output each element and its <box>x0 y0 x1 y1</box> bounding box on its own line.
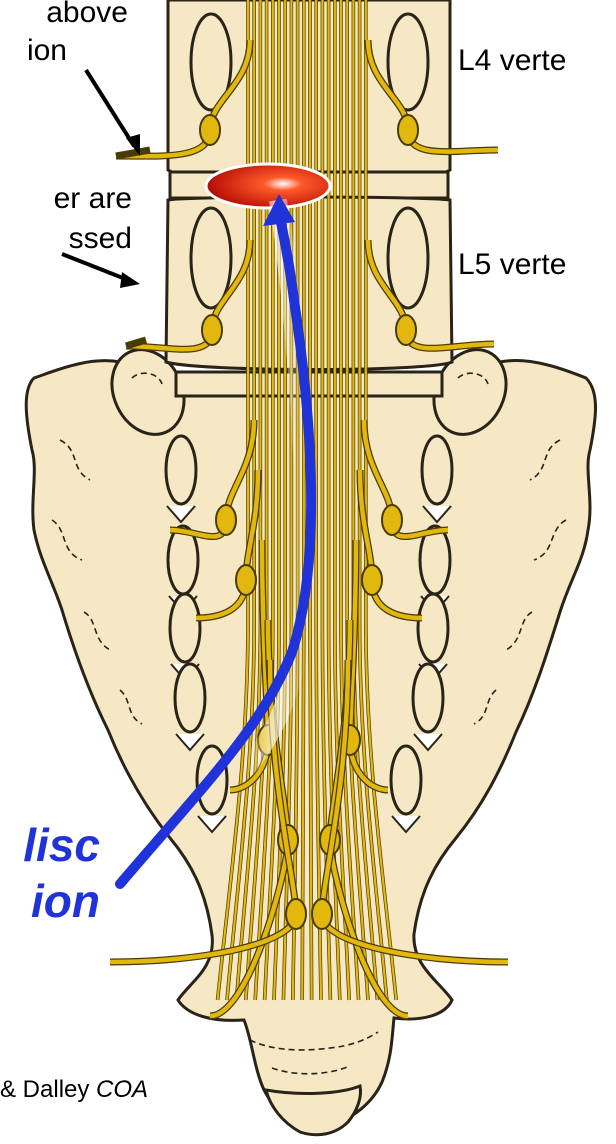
label-compressed-line1: er are <box>54 182 132 216</box>
dorsal-root-ganglion <box>382 505 402 535</box>
right-foramen-oval <box>391 746 421 814</box>
dorsal-root-ganglion <box>312 899 332 929</box>
label-compressed-line2: ssed <box>69 222 132 256</box>
right-foramen-oval <box>418 594 448 662</box>
label-l5-vertebra: L5 verte <box>458 248 566 282</box>
label-above-line2: ion <box>27 34 67 68</box>
dorsal-root-ganglion <box>398 115 418 145</box>
label-l4-vertebra: L4 verte <box>458 44 566 78</box>
label-disc-herniation-line1: lisc <box>23 820 100 870</box>
right-foramen-oval <box>413 664 443 732</box>
above-pointer-line <box>86 70 134 146</box>
label-disc-herniation-line2: ion <box>31 876 100 926</box>
dorsal-root-ganglion <box>216 505 236 535</box>
image-credit: & Dalley COA <box>0 1076 148 1104</box>
dorsal-root-ganglion <box>236 565 256 595</box>
credit-italic: COA <box>96 1076 148 1103</box>
dorsal-root-ganglion <box>286 899 306 929</box>
dorsal-root-ganglion <box>200 115 220 145</box>
dorsal-root-ganglion <box>362 565 382 595</box>
left-foramen-oval <box>175 664 205 732</box>
dorsal-root-ganglion <box>396 315 416 345</box>
left-foramen-oval <box>166 436 196 504</box>
compressed-pointer-head <box>120 272 140 288</box>
dorsal-root-ganglion <box>202 315 222 345</box>
left-foramen-oval <box>170 594 200 662</box>
l5-right-foramen <box>388 208 428 308</box>
coccyx <box>266 1086 361 1135</box>
compressed-pointer-line <box>62 254 128 280</box>
label-above-line1: above <box>46 0 128 30</box>
credit-prefix: & Dalley <box>0 1076 96 1103</box>
right-foramen-oval <box>422 436 452 504</box>
disc-herniation-spot <box>206 164 330 208</box>
